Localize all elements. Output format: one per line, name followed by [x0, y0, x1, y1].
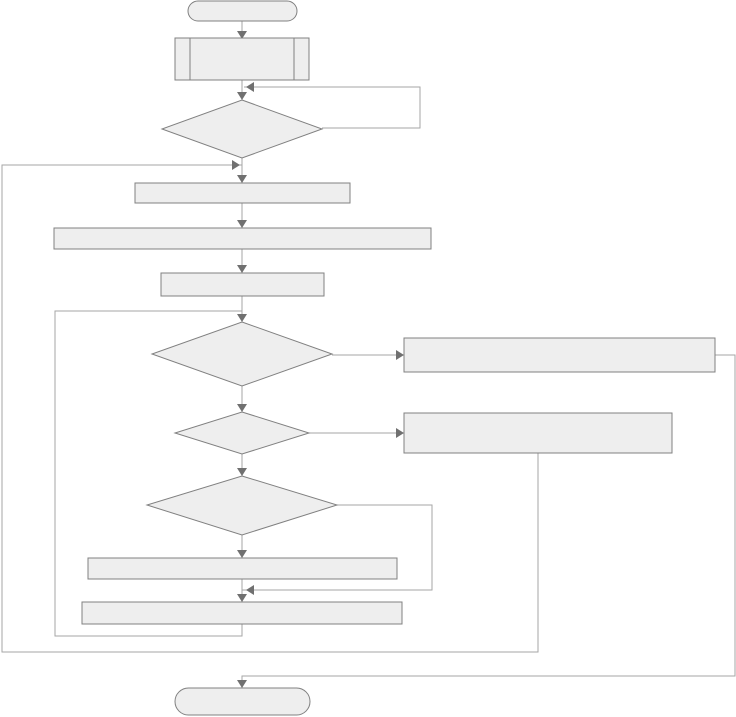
process-box-3 [160, 272, 325, 297]
arrowhead-down [237, 468, 247, 476]
start-terminal [187, 0, 298, 22]
arrowhead-down [237, 265, 247, 273]
decision-diamond-3 [173, 411, 311, 455]
process-box-4 [87, 557, 398, 580]
decision-diamond-4 [145, 475, 339, 536]
arrowhead-down [237, 314, 247, 322]
arrowhead-down [237, 92, 247, 100]
process-box-2 [53, 227, 432, 250]
connector-outer-loop-left [1, 164, 539, 653]
arrowheads [232, 31, 404, 688]
end-terminal [174, 687, 311, 716]
process-box-right-2 [403, 412, 673, 454]
arrowhead-left [232, 160, 240, 170]
connector-inner-loop [54, 310, 243, 637]
arrowhead-right [396, 350, 404, 360]
arrowhead-down [237, 404, 247, 412]
arrowhead-down [237, 31, 247, 39]
connector-process-right-1-to-end [241, 354, 736, 688]
arrowhead-left [246, 585, 254, 595]
arrowhead-down [237, 550, 247, 558]
process-box-1 [134, 182, 351, 204]
arrowhead-down [237, 594, 247, 602]
arrowhead-left [246, 82, 254, 92]
arrowhead-right [396, 428, 404, 438]
process-box-right-1 [403, 337, 716, 373]
process-box-5 [81, 601, 403, 625]
arrowhead-down [237, 220, 247, 228]
arrowhead-down [237, 175, 247, 183]
nodes [53, 0, 716, 716]
decision-diamond-2 [150, 321, 334, 387]
predefined-process-box [174, 37, 310, 81]
connector-decision-4-bypass [242, 504, 433, 591]
decision-diamond-1 [160, 99, 324, 159]
connector-decision-1-loop [244, 86, 421, 129]
arrowhead-down [237, 680, 247, 688]
